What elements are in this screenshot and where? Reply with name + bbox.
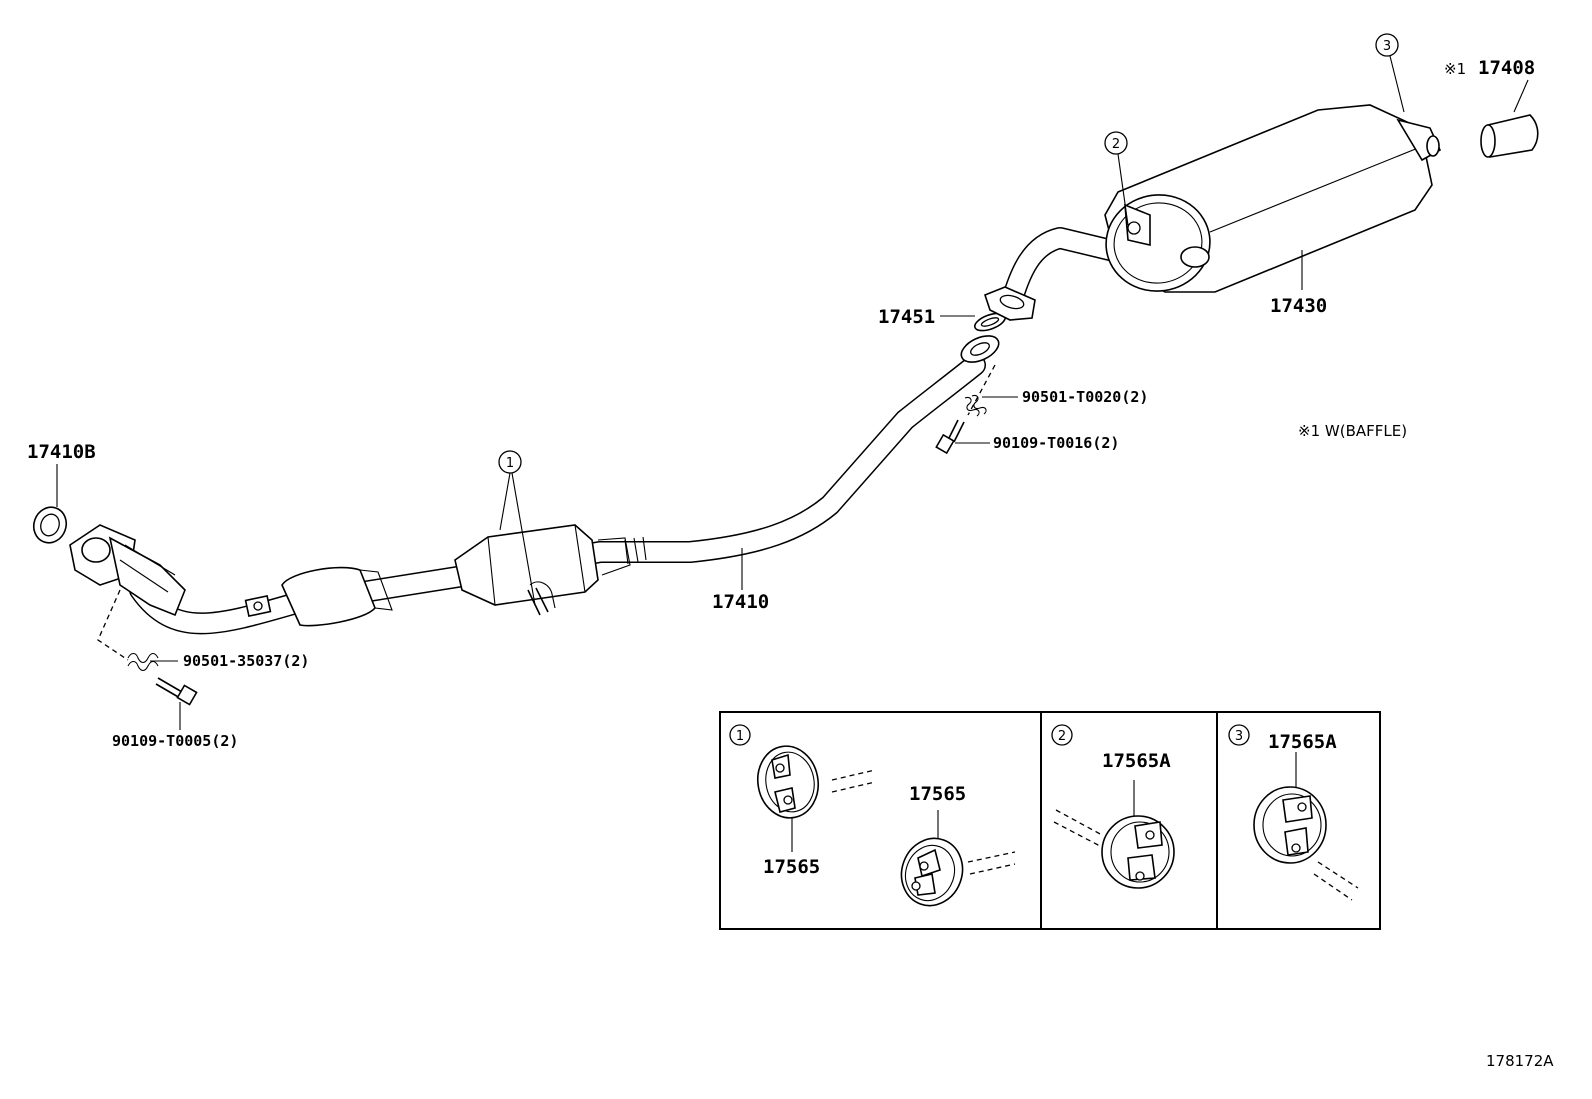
label-17565-b: 17565	[909, 783, 966, 805]
hanger-17565-a	[757, 745, 876, 819]
svg-text:3: 3	[1235, 729, 1243, 744]
front-fasteners	[97, 589, 198, 706]
svg-text:1: 1	[736, 729, 744, 744]
label-17408: 17408	[1478, 57, 1535, 79]
exhaust-pipe-assembly	[69, 335, 1000, 635]
label-17410B: 17410B	[27, 441, 96, 463]
front-flange	[69, 524, 186, 617]
hanger-17565A-box3	[1253, 786, 1359, 901]
front-pipe-bracket	[244, 594, 272, 618]
label-90109-T0005: 90109-T0005(2)	[112, 732, 238, 750]
svg-text:3: 3	[1383, 39, 1391, 54]
svg-text:2: 2	[1058, 729, 1066, 744]
spring-90501-T0020	[964, 395, 987, 417]
gasket-17410B	[32, 506, 68, 544]
bolt-90109-T0016	[935, 419, 965, 455]
gasket-17451	[973, 312, 1007, 332]
muffler	[1104, 104, 1442, 293]
leader-17408	[1513, 79, 1529, 113]
callout-1: 1	[498, 450, 536, 606]
detail-box-3: 3 17565A	[1216, 711, 1381, 930]
spring-90501-35037	[127, 652, 159, 672]
label-17565A-box3: 17565A	[1268, 731, 1337, 753]
label-17451: 17451	[878, 306, 935, 328]
svg-text:1: 1	[506, 456, 514, 471]
label-90109-T0016: 90109-T0016(2)	[993, 434, 1119, 452]
center-pipe-flange	[960, 335, 1000, 363]
callout-2: 2	[1104, 131, 1129, 226]
baffle-17408	[1480, 114, 1539, 158]
tailpipe-assembly	[984, 104, 1442, 321]
main-converter	[454, 524, 647, 616]
front-converter	[281, 566, 393, 627]
label-17408-mark: ※1	[1444, 60, 1466, 78]
hanger-17565A-box2	[1053, 809, 1175, 889]
bolt-90109-T0005	[155, 677, 198, 706]
detail-box-1: 1 17565 17565	[719, 711, 1042, 930]
label-90501-35037: 90501-35037(2)	[183, 652, 309, 670]
svg-text:2: 2	[1112, 137, 1120, 152]
baffle-note: ※1 W(BAFFLE)	[1298, 422, 1407, 440]
tailpipe-flange	[984, 286, 1036, 321]
center-fasteners	[935, 364, 996, 455]
label-17565-a: 17565	[763, 856, 820, 878]
hanger-17565-b	[900, 837, 1016, 907]
label-17410: 17410	[712, 591, 769, 613]
label-90501-T0020: 90501-T0020(2)	[1022, 388, 1148, 406]
figure-id: 178172A	[1486, 1052, 1554, 1070]
label-17430: 17430	[1270, 295, 1327, 317]
callout-3: 3	[1375, 33, 1405, 113]
label-17565A-box2: 17565A	[1102, 750, 1171, 772]
detail-box-2: 2 17565A	[1040, 711, 1218, 930]
